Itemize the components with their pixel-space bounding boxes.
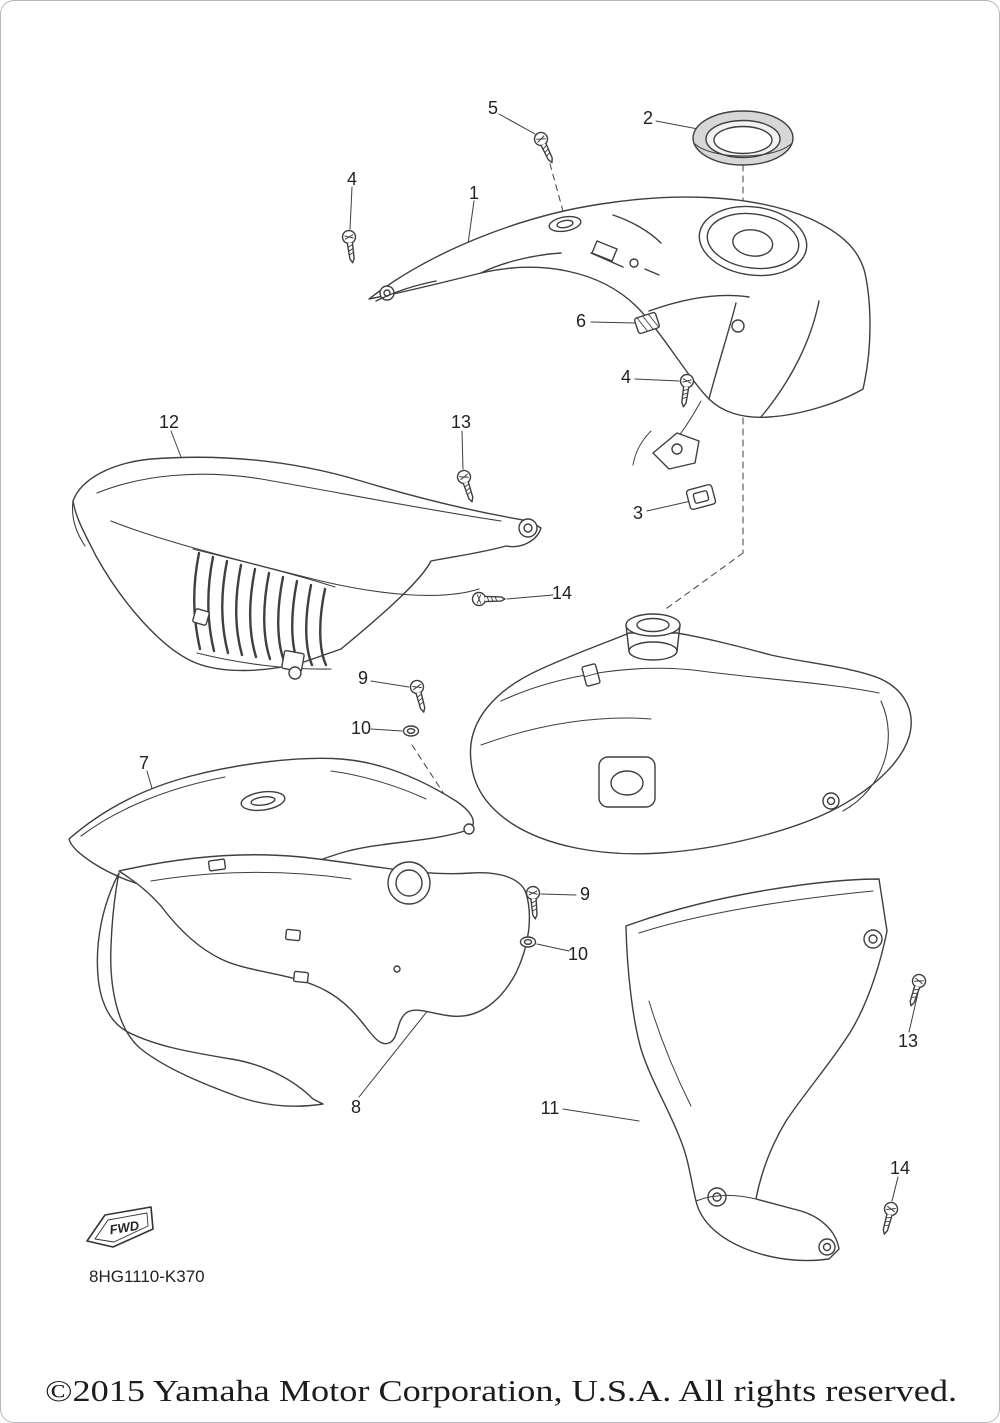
- callout-12: 12: [159, 412, 179, 432]
- screw-part-14b-icon: [877, 1200, 900, 1237]
- washer-part-10b-icon: [519, 936, 537, 948]
- screw-part-4b-icon: [676, 372, 696, 409]
- bracket-part-3: [632, 400, 717, 511]
- callout-3: 3: [633, 503, 643, 523]
- callout-4: 4: [347, 169, 357, 189]
- side-cover-part-11: [625, 878, 888, 1262]
- screw-part-14-icon: [471, 591, 506, 607]
- callout-1: 1: [469, 183, 479, 203]
- screw-part-4-icon: [340, 228, 360, 265]
- front-cover-lower-part-8: [96, 823, 531, 1107]
- callout-13: 13: [451, 412, 471, 432]
- callout-4b: 4: [621, 367, 631, 387]
- clip-part-6: [634, 311, 660, 335]
- callout-9b: 9: [580, 884, 590, 904]
- callout-14: 14: [552, 583, 572, 603]
- screw-part-13-icon: [455, 468, 479, 505]
- callout-6: 6: [576, 311, 586, 331]
- screw-part-9-icon: [408, 678, 431, 715]
- vented-panel-part-12: [71, 456, 542, 680]
- copyright-text: ©2015 Yamaha Motor Corporation, U.S.A. A…: [45, 1373, 957, 1408]
- callout-13b: 13: [898, 1031, 918, 1051]
- fuel-tank: [469, 613, 912, 855]
- part-code-label: 8HG1110-K370: [89, 1267, 205, 1286]
- fuel-cap-ring-part-2: [692, 110, 794, 166]
- callout-2: 2: [643, 108, 653, 128]
- callout-14b: 14: [890, 1158, 910, 1178]
- screw-part-5-icon: [531, 129, 559, 167]
- callout-10: 10: [351, 718, 371, 738]
- fwd-label: FWD: [109, 1218, 141, 1238]
- callout-11: 11: [541, 1098, 560, 1118]
- callout-8: 8: [351, 1097, 361, 1117]
- fuel-tank-cover-part-1: [368, 196, 871, 419]
- washer-part-10-icon: [402, 725, 420, 737]
- callout-10b: 10: [568, 944, 588, 964]
- callout-9: 9: [358, 668, 368, 688]
- fwd-arrow-icon: FWD: [86, 1206, 154, 1248]
- callout-5: 5: [488, 98, 498, 118]
- callout-7: 7: [139, 753, 149, 773]
